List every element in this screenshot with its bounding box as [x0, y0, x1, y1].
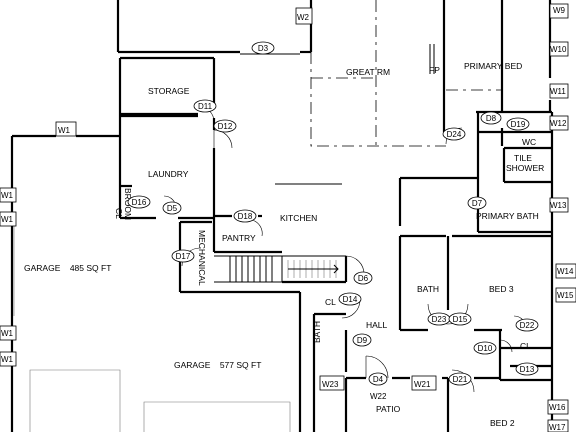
- window-tag: W10: [550, 45, 567, 54]
- window-tag: W21: [414, 380, 431, 389]
- door-tag: D19: [506, 117, 530, 131]
- svg-text:D9: D9: [357, 336, 368, 345]
- door-tags: D3 D11 D12 D24 D8 D19 D16 D5 D18 D7 D17 …: [127, 41, 539, 386]
- door-tag: D3: [251, 41, 275, 55]
- stairs: [214, 255, 346, 283]
- window-tag: W12: [550, 119, 567, 128]
- room-label-primary-bed: PRIMARY BED: [464, 61, 522, 71]
- svg-text:D18: D18: [238, 212, 253, 221]
- svg-text:D16: D16: [132, 198, 147, 207]
- window-tag: W22: [370, 392, 387, 401]
- walls: [10, 0, 554, 432]
- window-tag: W1: [1, 329, 14, 338]
- svg-text:D6: D6: [358, 274, 369, 283]
- svg-text:D11: D11: [198, 102, 213, 111]
- door-tag: D23: [427, 312, 451, 326]
- svg-text:D17: D17: [176, 252, 191, 261]
- window-tag: W1: [1, 191, 14, 200]
- room-label-cl-d14: CL: [325, 297, 336, 307]
- window-tag: W14: [557, 267, 574, 276]
- svg-text:D5: D5: [167, 204, 178, 213]
- room-label-cl-d22: CL: [520, 341, 531, 351]
- door-tag: D17: [171, 249, 195, 263]
- door-tag: D24: [442, 127, 466, 141]
- room-label-garage-577: GARAGE 577 SQ FT: [174, 360, 261, 370]
- svg-text:D22: D22: [520, 321, 535, 330]
- window-tag: W1: [1, 215, 14, 224]
- svg-text:D3: D3: [258, 44, 269, 53]
- window-tag: W23: [322, 380, 339, 389]
- room-label-storage: STORAGE: [148, 86, 190, 96]
- svg-text:D4: D4: [373, 375, 384, 384]
- svg-text:D15: D15: [453, 315, 468, 324]
- window-tag: W13: [550, 201, 567, 210]
- door-tag: D10: [473, 341, 497, 355]
- room-labels: GREAT RM FP PRIMARY BED STORAGE WC TILE …: [24, 61, 544, 428]
- garage-doors: [13, 226, 291, 432]
- door-tag: D11: [193, 99, 217, 113]
- room-label-bed-3: BED 3: [489, 284, 514, 294]
- window-tag: W11: [550, 87, 566, 96]
- room-label-tile-shower-line1: TILE: [514, 153, 532, 163]
- door-tag: D7: [467, 196, 487, 210]
- door-tag: D6: [353, 271, 373, 285]
- room-label-great-rm: GREAT RM: [346, 67, 390, 77]
- window-tag: W1: [58, 126, 71, 135]
- room-label-garage-485: GARAGE 485 SQ FT: [24, 263, 111, 273]
- door-tag: D13: [515, 362, 539, 376]
- room-label-pantry: PANTRY: [222, 233, 256, 243]
- window-openings: [0, 3, 576, 432]
- svg-text:D23: D23: [432, 315, 447, 324]
- window-tag: W15: [557, 291, 574, 300]
- room-label-fp: FP: [429, 65, 440, 75]
- room-label-mechanical: MECHANICAL: [197, 230, 207, 286]
- svg-text:D13: D13: [520, 365, 535, 374]
- svg-text:D24: D24: [447, 130, 462, 139]
- room-label-primary-bath: PRIMARY BATH: [476, 211, 539, 221]
- open-space-dash-lines: [275, 0, 502, 185]
- door-tag: D14: [338, 292, 362, 306]
- room-label-cl-broom-line2: BROOM: [123, 188, 133, 220]
- room-label-cl-broom-line1: CL: [114, 208, 124, 219]
- room-label-tile-shower-line2: SHOWER: [506, 163, 544, 173]
- window-tag: W2: [297, 13, 310, 22]
- room-label-bath-lower: BATH: [312, 321, 322, 343]
- svg-text:D8: D8: [486, 114, 497, 123]
- room-label-patio: PATIO: [376, 404, 401, 414]
- window-tag: W1: [1, 355, 14, 364]
- door-tag: D5: [162, 201, 182, 215]
- door-tag: D12: [213, 119, 237, 133]
- room-label-bed-2: BED 2: [490, 418, 515, 428]
- door-tag: D15: [448, 312, 472, 326]
- room-label-laundry: LAUNDRY: [148, 169, 189, 179]
- room-label-bath-upper: BATH: [417, 284, 439, 294]
- door-tag: D16: [127, 195, 151, 209]
- window-tag: W17: [549, 423, 566, 432]
- door-tag: D21: [448, 372, 472, 386]
- room-label-kitchen: KITCHEN: [280, 213, 317, 223]
- svg-text:D19: D19: [511, 120, 526, 129]
- window-tag: W16: [549, 403, 566, 412]
- window-tags: W9 W2 W10 W11 W1 W12 W1 W1 W13 W14 W15 W…: [1, 6, 574, 432]
- svg-text:D21: D21: [453, 375, 468, 384]
- room-label-hall: HALL: [366, 320, 388, 330]
- door-tag: D4: [368, 372, 388, 386]
- window-tag: W9: [553, 6, 566, 15]
- room-label-wc: WC: [522, 137, 536, 147]
- door-tag: D22: [515, 318, 539, 332]
- svg-text:D10: D10: [478, 344, 493, 353]
- svg-text:D12: D12: [218, 122, 233, 131]
- svg-text:D14: D14: [343, 295, 358, 304]
- door-tag: D18: [233, 209, 257, 223]
- door-tag: D9: [352, 333, 372, 347]
- door-tag: D8: [480, 111, 502, 125]
- svg-text:D7: D7: [472, 199, 483, 208]
